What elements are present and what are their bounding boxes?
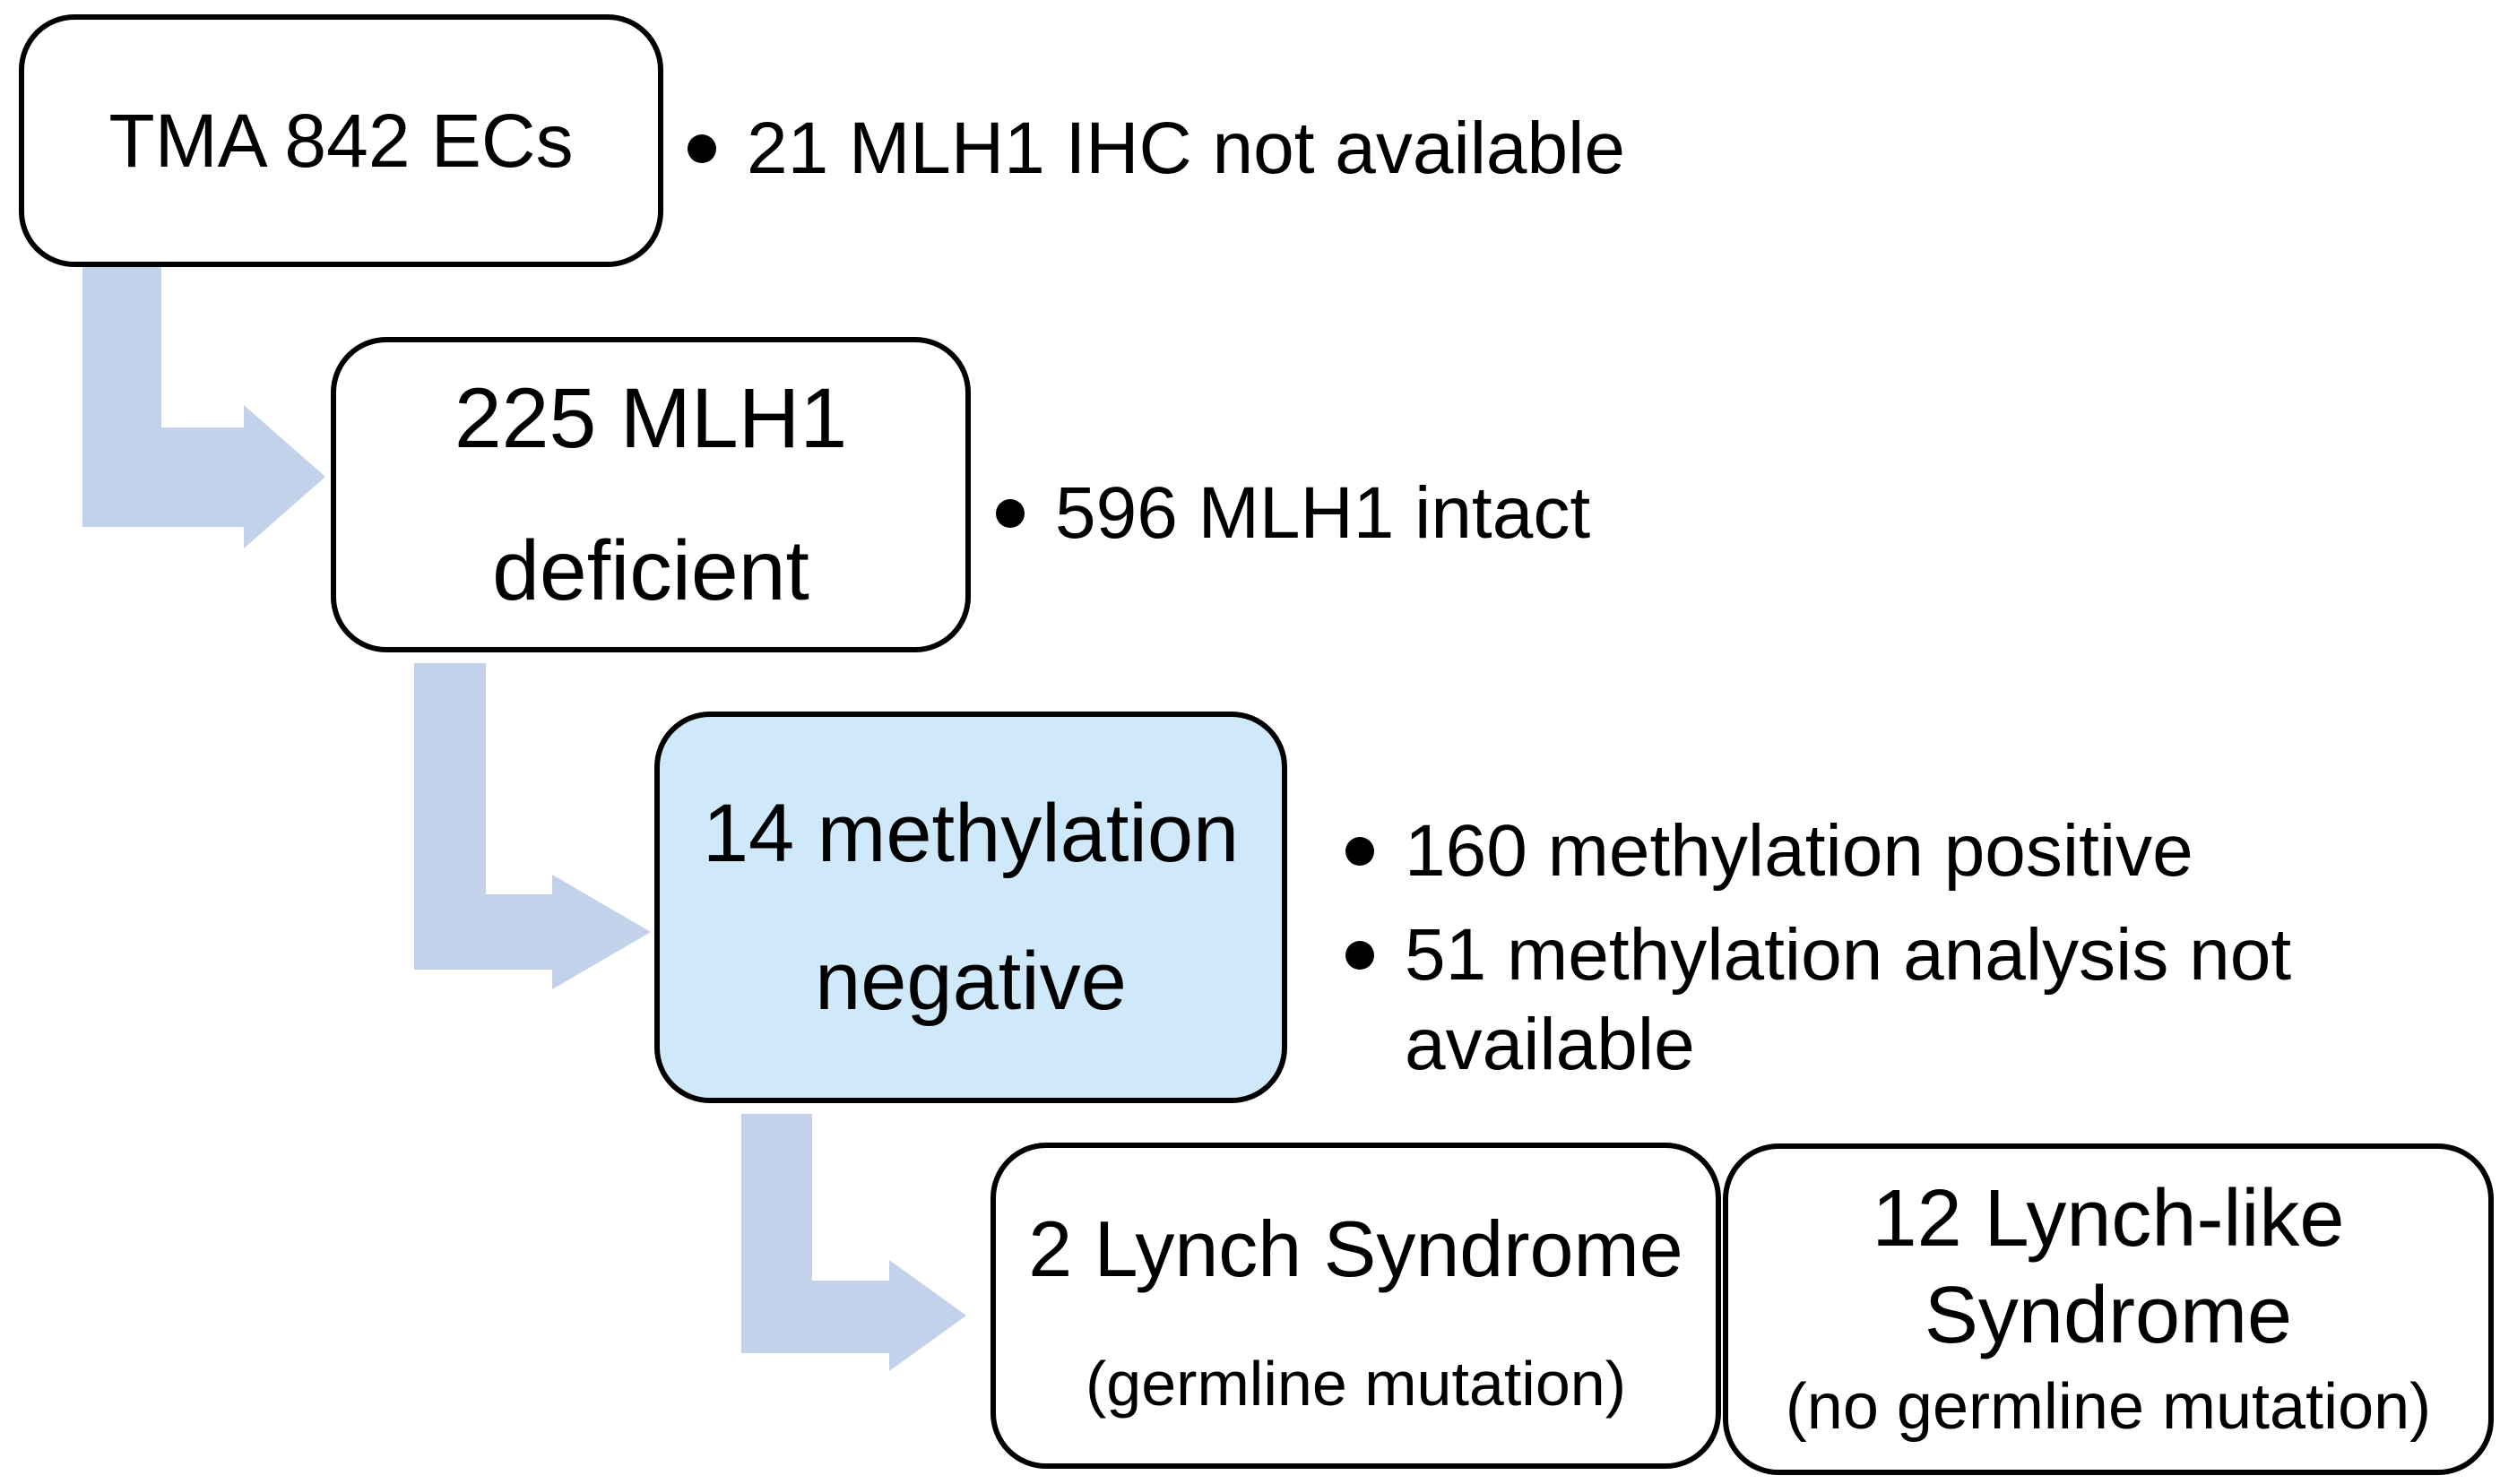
node-label-line1: 12 Lynch-like [1872,1174,2345,1264]
node-mlh1-deficient: 225 MLH1 deficient [331,337,971,652]
node-label-line1: 225 MLH1 [454,371,848,466]
bullet-dot-icon [1345,837,1374,866]
annotation-methylation-analysis-na-line1: 51 methylation analysis not [1345,903,2291,1007]
node-sublabel: (germline mutation) [1086,1349,1626,1419]
node-methylation-negative: 14 methylation negative [654,712,1287,1103]
bullet-dot-icon [688,134,716,163]
node-label-line2: deficient [492,523,809,618]
node-label-line2: negative [815,935,1127,1027]
node-label-line1: 14 methylation [702,787,1240,879]
annotation-text: 160 methylation positive [1405,810,2193,892]
annotation-methylation-analysis-na-line2: available [1405,993,1695,1097]
node-tma-842-ecs: TMA 842 ECs [19,14,663,267]
elbow-arrow-3 [741,1114,966,1371]
annotation-mlh1-intact: 596 MLH1 intact [996,462,1590,565]
elbow-arrow-2 [414,663,651,989]
node-sublabel: (no germline mutation) [1785,1371,2432,1443]
node-label-line2: Syndrome [1924,1271,2293,1360]
node-label: 2 Lynch Syndrome [1028,1204,1683,1293]
annotation-text: 51 methylation analysis not [1405,914,2292,996]
node-lynch-syndrome: 2 Lynch Syndrome (germline mutation) [990,1143,1721,1469]
annotation-methylation-positive: 160 methylation positive [1345,799,2193,903]
node-lynch-like-syndrome: 12 Lynch-like Syndrome (no germline muta… [1723,1143,2494,1475]
elbow-arrow-1 [82,267,325,548]
node-label: TMA 842 ECs [108,98,574,183]
bullet-dot-icon [1345,941,1374,970]
annotation-text: available [1405,1004,1695,1085]
bullet-dot-icon [996,499,1025,528]
annotation-ihc-not-available: 21 MLH1 IHC not available [688,97,1625,201]
annotation-text: 21 MLH1 IHC not available [747,108,1625,189]
annotation-text: 596 MLH1 intact [1055,472,1591,554]
